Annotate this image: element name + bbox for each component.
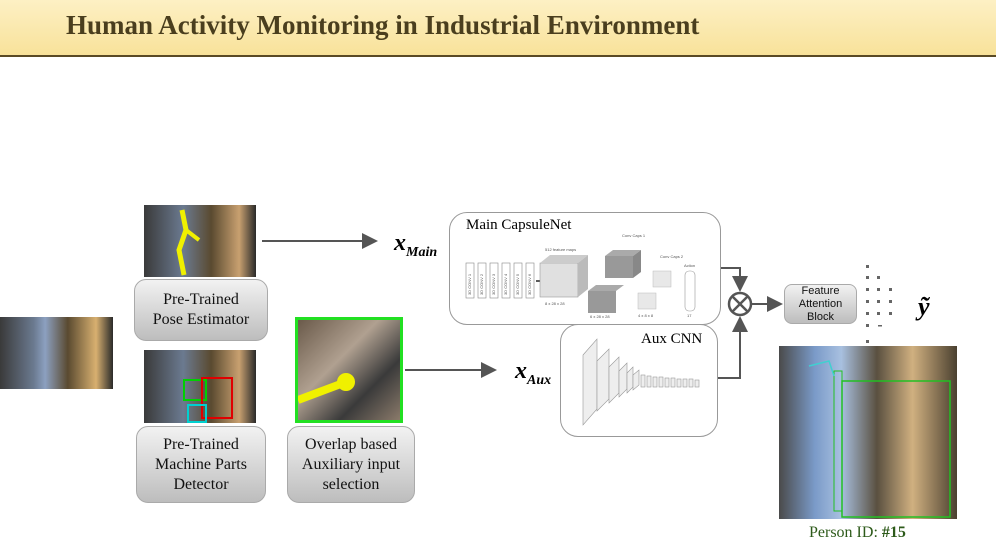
feature-maps-dim: 8 x 28 x 28 — [545, 301, 565, 306]
feature-attention-block: Feature Attention Block — [784, 284, 857, 324]
overlap-selection-label: Overlap based Auxiliary input selection — [301, 435, 401, 493]
parts-detector-box: Pre-Trained Machine Parts Detector — [136, 426, 266, 503]
action-dim: 17 — [687, 313, 692, 318]
main-to-fusion-arrow — [720, 267, 748, 292]
conv-layer-label: 3D CONV 2 — [479, 273, 484, 295]
pose-estimator-label: Pre-Trained Pose Estimator — [152, 291, 250, 328]
aux-cnn-title: Aux CNN — [641, 331, 703, 347]
slide-title: Human Activity Monitoring in Industrial … — [66, 10, 700, 40]
pose-estimator-box: Pre-Trained Pose Estimator — [134, 279, 268, 341]
action-capsule — [684, 270, 696, 312]
aux-to-fusion-arrow — [716, 316, 748, 379]
conv-layer-label: 3D CONV 1 — [467, 273, 472, 295]
multiply-icon — [727, 291, 753, 317]
main-capsulenet-panel: Main CapsuleNet 512 feature maps 8 x 28 x… — [449, 212, 721, 325]
conv-caps-2-cubes — [637, 270, 672, 310]
cnn-layer-stack — [582, 338, 700, 426]
conv-caps-1-dim: 6 x 28 x 28 — [590, 314, 610, 319]
output-dots — [866, 265, 892, 343]
aux-cnn-panel: Aux CNN — [560, 324, 718, 437]
conv-caps-2-label: Conv Caps 2 — [660, 254, 684, 259]
detection-boxes-overlay — [183, 377, 233, 423]
hand-keypoint-overlay — [298, 373, 355, 404]
conv-caps-1-cubes — [588, 250, 641, 313]
capsnet-diagram: 512 feature maps 8 x 28 x 28 Conv Caps 1 6… — [465, 233, 696, 319]
person-id-value: #15 — [881, 524, 906, 541]
conv-layer-label: 3D CONV 5 — [515, 273, 520, 295]
pose-photo — [144, 205, 256, 277]
conv-layer-label: 3D CONV 6 — [527, 273, 532, 295]
feature-attention-label: Feature Attention Block — [798, 284, 843, 323]
pose-skeleton-overlay — [176, 209, 201, 276]
conv-caps-2-dim: 4 x 8 x 8 — [638, 313, 654, 318]
aux-cnn-diagram — [582, 338, 700, 426]
action-label: Action — [684, 263, 695, 268]
parts-detector-label: Pre-Trained Machine Parts Detector — [155, 435, 247, 493]
conv-caps-1-label: Conv Caps 1 — [622, 233, 646, 238]
conv-layer-label: 3D CONV 4 — [503, 273, 508, 295]
output-frame-photo — [779, 346, 957, 519]
x-main-base: x — [394, 230, 406, 256]
main-capsulenet-title: Main CapsuleNet — [466, 217, 572, 233]
output-detection-overlay — [808, 360, 951, 518]
overlap-selection-box: Overlap based Auxiliary input selection — [287, 426, 415, 503]
aux-input-photo — [295, 317, 403, 423]
feature-map-cube — [539, 255, 588, 298]
title-bar: Human Activity Monitoring in Industrial … — [0, 0, 996, 57]
conv-layer-stack — [465, 262, 535, 299]
parts-photo — [144, 350, 256, 423]
person-id-prefix: Person ID: — [809, 524, 882, 541]
x-aux-label: xAux — [515, 358, 551, 389]
feature-maps-label: 512 feature maps — [545, 247, 576, 252]
y-hat-label: ỹ — [918, 292, 930, 321]
x-main-label: xMain — [394, 230, 437, 261]
x-aux-subscript: Aux — [527, 372, 552, 388]
person-id-caption: Person ID: #15 — [809, 524, 906, 542]
x-aux-base: x — [515, 358, 527, 384]
x-main-subscript: Main — [406, 244, 438, 260]
conv-layer-label: 3D CONV 3 — [491, 273, 496, 295]
input-frame-photo — [0, 317, 113, 389]
